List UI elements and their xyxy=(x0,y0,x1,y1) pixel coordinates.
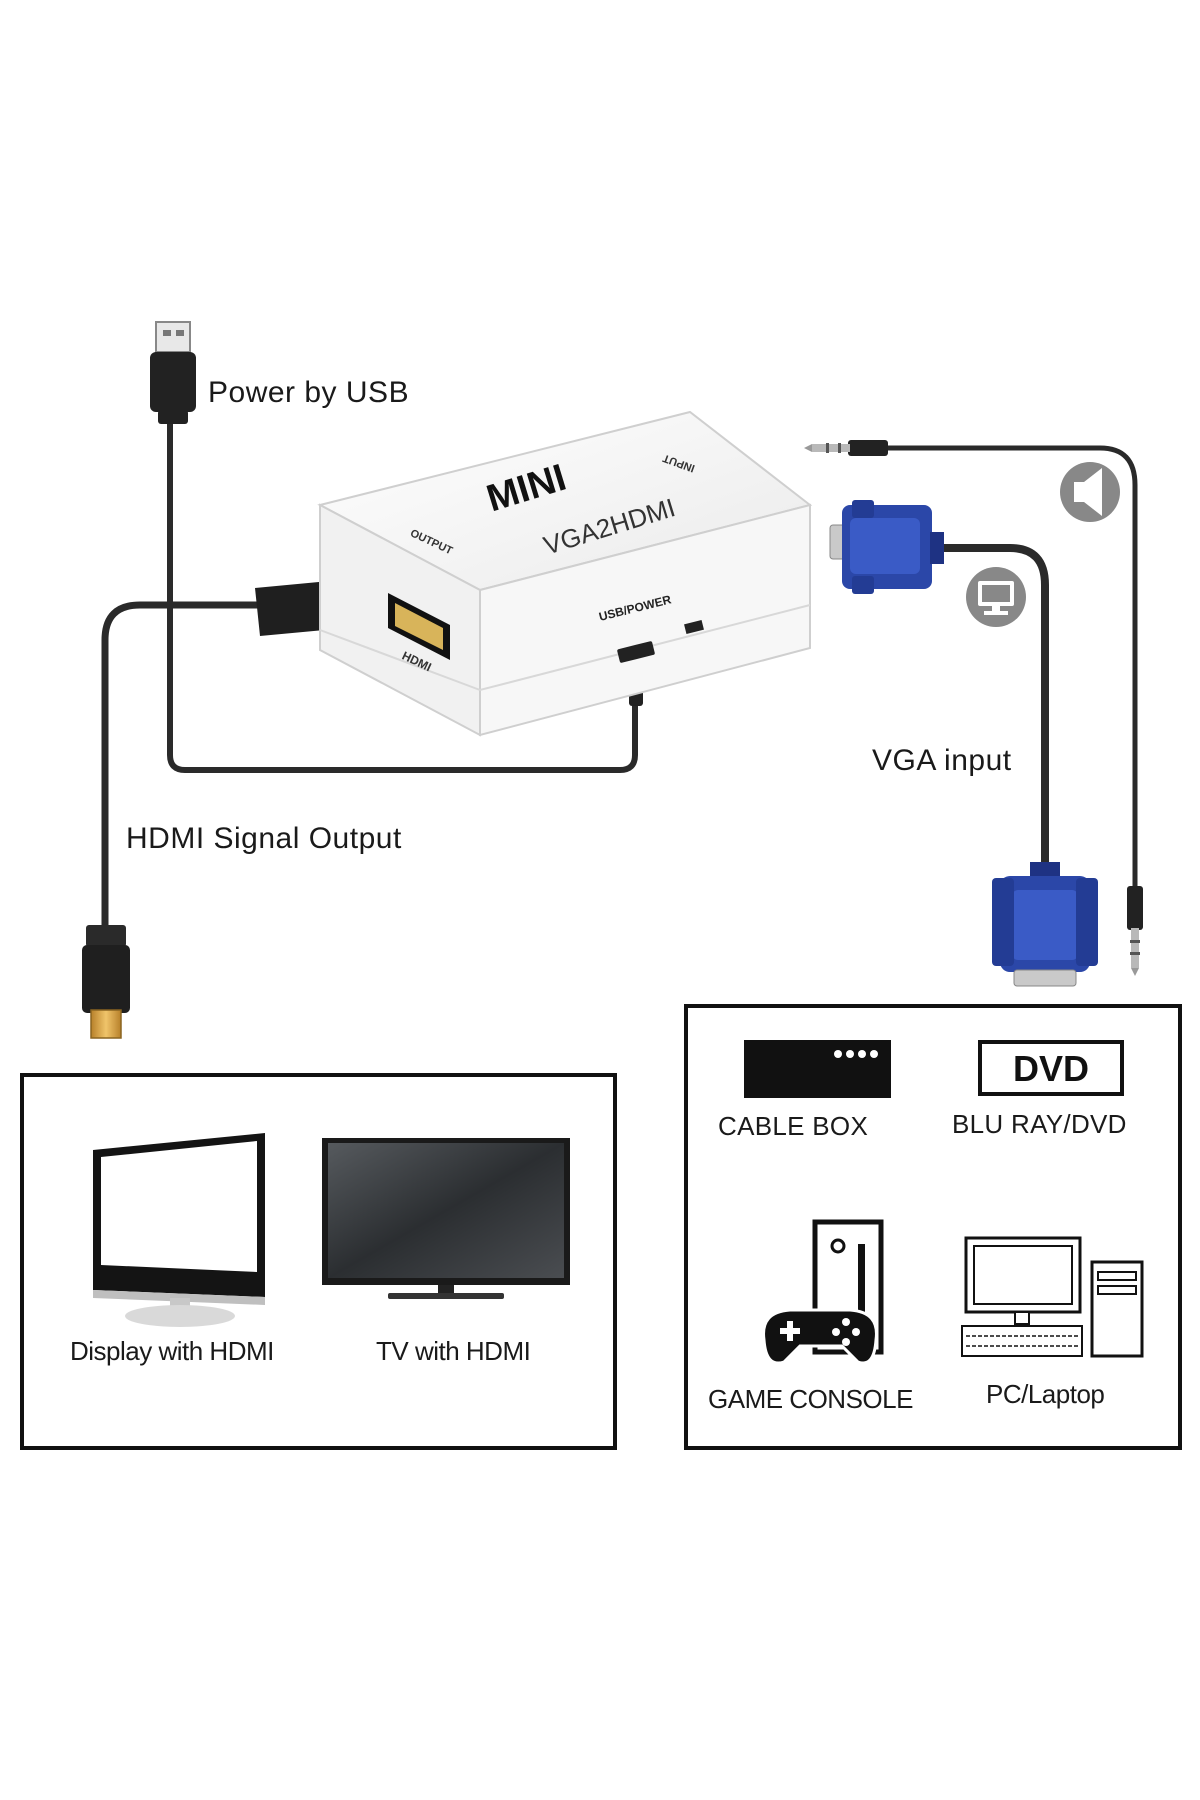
input-port xyxy=(684,619,704,635)
power-by-usb-label: Power by USB xyxy=(208,376,410,409)
hdmi-plug-bottom-icon xyxy=(82,925,130,1039)
usb-plug-icon xyxy=(150,321,196,424)
blu-ray-dvd-label: BLU RAY/DVD xyxy=(952,1109,1127,1139)
vga-connector-bottom-icon xyxy=(992,862,1098,987)
hdmi-signal-output-label: HDMI Signal Output xyxy=(126,822,402,855)
hdmi-port xyxy=(388,593,450,660)
monitor-icon xyxy=(93,1133,265,1327)
pc-laptop-label: PC/Laptop xyxy=(986,1379,1105,1409)
cable-box-icon xyxy=(744,1040,891,1098)
hdmi-cable xyxy=(101,601,260,930)
vga-cable xyxy=(935,544,1049,870)
dvd-icon: DVD xyxy=(978,1040,1124,1096)
mini-usb-port xyxy=(617,641,655,663)
cable-box-label: CABLE BOX xyxy=(718,1111,869,1141)
audio-jack-top-icon xyxy=(804,440,888,456)
usb-power-cable xyxy=(167,420,638,773)
audio-jack-bottom-icon xyxy=(1127,886,1143,976)
speaker-icon xyxy=(1060,462,1120,522)
vga-connector-top-icon xyxy=(829,500,944,594)
tv-icon xyxy=(322,1138,570,1299)
monitor-badge-icon xyxy=(966,567,1026,627)
game-console-icon xyxy=(762,1219,884,1365)
display-with-hdmi-label: Display with HDMI xyxy=(70,1336,274,1366)
pc-icon xyxy=(961,1236,1144,1358)
vga2hdmi-converter xyxy=(317,410,813,737)
game-console-label: GAME CONSOLE xyxy=(708,1384,913,1414)
dvd-badge: DVD xyxy=(1013,1048,1089,1089)
tv-with-hdmi-label: TV with HDMI xyxy=(376,1336,531,1366)
audio-cable xyxy=(850,445,1138,890)
vga-input-label: VGA input xyxy=(872,744,1012,777)
